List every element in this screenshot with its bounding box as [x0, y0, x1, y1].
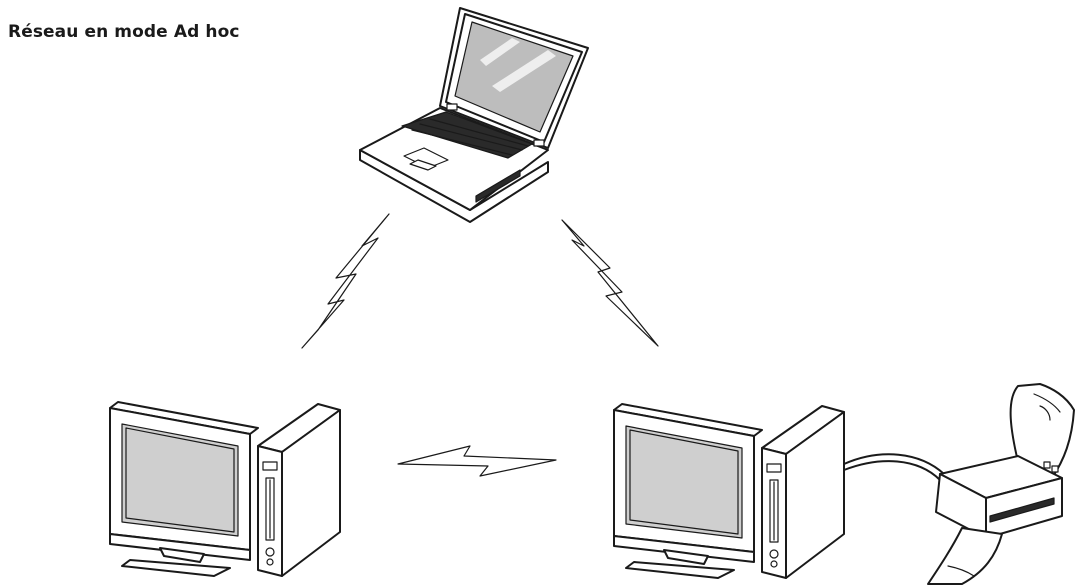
lightning-bolt-icon — [301, 213, 390, 349]
laptop-icon — [359, 7, 589, 223]
desktop-computer-icon — [613, 403, 845, 579]
desktop-computer-icon — [109, 401, 341, 577]
diagram-title: Réseau en mode Ad hoc — [8, 22, 240, 42]
cable-icon — [843, 453, 945, 481]
printer-icon — [927, 383, 1075, 585]
lightning-bolt-icon — [561, 219, 659, 347]
lightning-bolt-icon — [397, 445, 557, 477]
